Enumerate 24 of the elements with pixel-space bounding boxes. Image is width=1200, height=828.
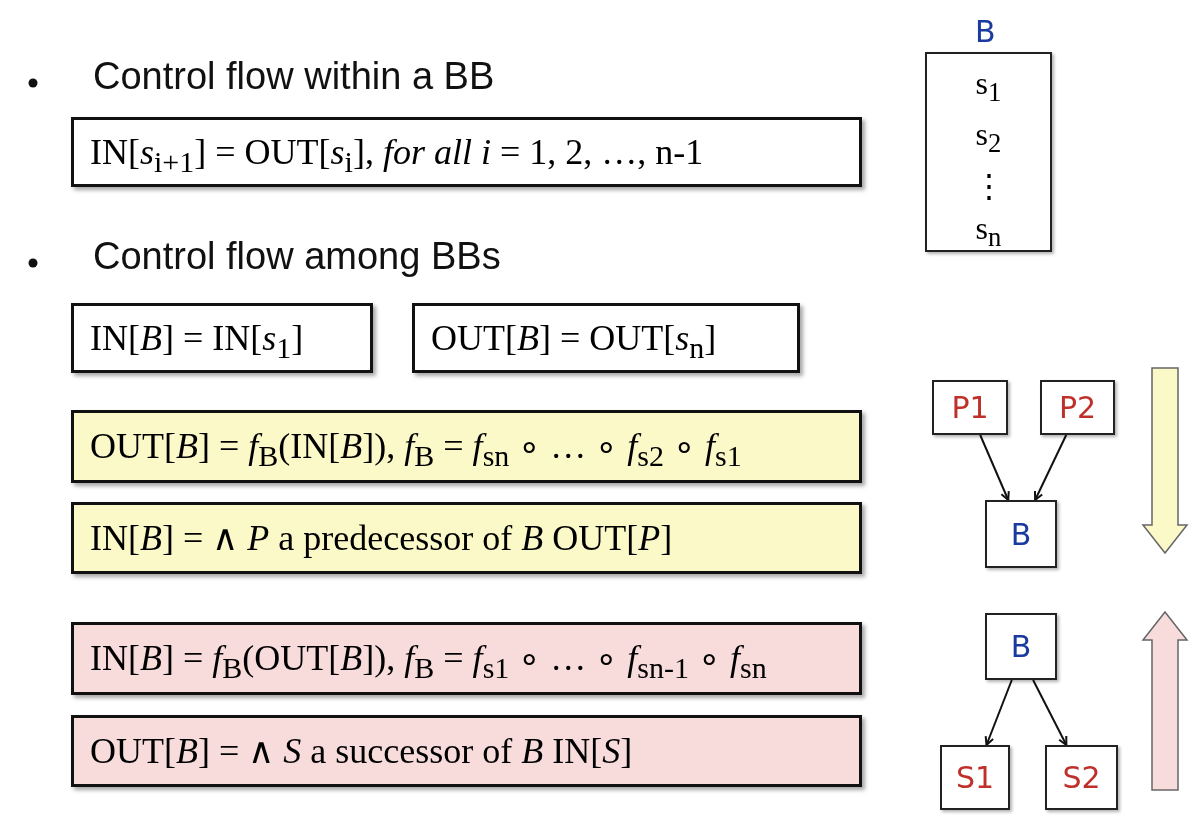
block-box: S1	[940, 745, 1010, 810]
equation-box: IN[B] = ∧ P a predecessor of B OUT[P]	[71, 502, 862, 574]
equation-box: OUT[B] = f$_{B}$(IN[B]), f$_{B}$ = f$_{sn}$ ∘ … ∘ f$_{s2}$ ∘ f$_{s1}$	[71, 410, 862, 483]
statement-text: s$_{1}$	[975, 64, 1002, 110]
equation-box: IN[B] = f$_{B}$(OUT[B]), f$_{B}$ = f$_{s1}$ ∘ … ∘ f$_{sn-1}$ ∘ f$_{sn}$	[71, 622, 862, 695]
statement-text: s$_{n}$	[975, 208, 1002, 255]
arrow	[979, 434, 1010, 501]
block-box: P2	[1040, 380, 1115, 435]
statement-text: s$_{2}$	[975, 115, 1002, 161]
block-box: B	[985, 500, 1057, 568]
heading-text: Control flow among BBs	[93, 235, 501, 278]
arrow	[984, 679, 1013, 746]
statement-text: ⋮	[972, 166, 1005, 206]
block-box: S2	[1045, 745, 1118, 810]
equation-box: OUT[B] = ∧ S a successor of B IN[S]	[71, 715, 862, 787]
equation-box: OUT[B] = OUT[s$_{n}$]	[412, 303, 800, 373]
block-label: B	[975, 14, 996, 50]
equation-box: IN[s$_{i+1}$] = OUT[s$_{i}$], for all i = 1, 2, …, n-1	[71, 117, 862, 187]
arrow	[1033, 434, 1068, 501]
block-box: P1	[932, 380, 1008, 435]
block-box: B	[985, 613, 1057, 680]
equation-box: IN[B] = IN[s$_{1}$]	[71, 303, 373, 373]
arrow	[1032, 679, 1068, 746]
heading-text: Control flow within a BB	[93, 55, 495, 98]
